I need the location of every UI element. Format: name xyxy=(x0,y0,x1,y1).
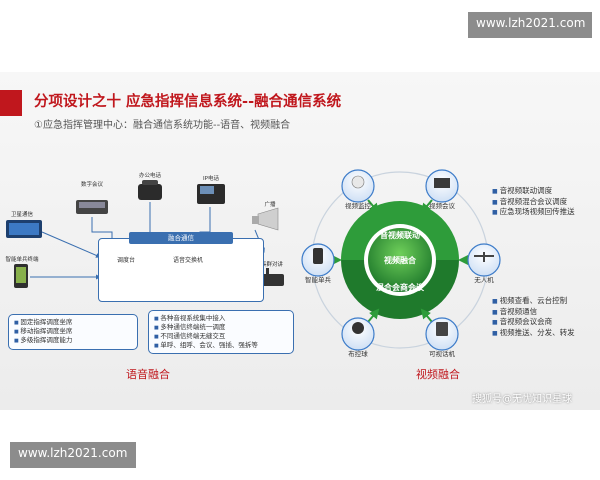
label-deploy-ball: 布控球 xyxy=(348,350,368,358)
note-item: 各种音视系统集中接入 xyxy=(154,314,288,323)
ring-top-label: 音视频联动 xyxy=(380,231,420,240)
bullet-item: 音视频会议会商 xyxy=(492,317,575,328)
label-soldier: 智能单兵 xyxy=(305,276,331,284)
label-trunk: 集群对讲 xyxy=(260,262,284,268)
ring-bottom-label: 混合会商会议 xyxy=(376,283,424,292)
video-phone-icon xyxy=(436,322,448,336)
video-caption: 视频融合 xyxy=(416,368,460,381)
label-surveillance: 视频监控 xyxy=(345,202,371,210)
node-soldier xyxy=(301,243,335,277)
device-office-phone-icon xyxy=(138,180,162,200)
bullet-item: 音视频通信 xyxy=(492,307,575,318)
bullet-item: 视频查看、云台控制 xyxy=(492,296,575,307)
node-handheld xyxy=(425,317,459,351)
title-accent-bar xyxy=(0,90,22,116)
bullet-item: 应急现场视频回传推送 xyxy=(492,207,575,218)
device-digital-conf-icon xyxy=(76,200,108,214)
switch-label: 语音交换机 xyxy=(173,257,204,264)
architecture-diagram xyxy=(6,169,501,351)
label-broadcast: 广播 xyxy=(264,202,276,208)
slide-title: 分项设计之十 应急指挥信息系统--融合通信系统 xyxy=(34,94,342,110)
node-deploy-ball xyxy=(341,317,375,351)
device-trunk-icon xyxy=(262,268,284,286)
note-item: 固定指挥调度坐席 xyxy=(14,318,132,327)
note-item: 移动指挥调度坐席 xyxy=(14,327,132,336)
watermark-bottom: www.lzh2021.com xyxy=(10,442,136,468)
slide: 分项设计之十 应急指挥信息系统--融合通信系统 ①应急指挥管理中心：融合通信系统… xyxy=(0,72,600,410)
voice-notes-left: 固定指挥调度坐席 移动指挥调度坐席 多级指挥调度能力 xyxy=(8,314,138,350)
video-bullets-top: 音视频联动调度 音视频混合会议调度 应急现场视频回传推送 xyxy=(492,186,575,218)
body-camera-icon xyxy=(313,248,323,264)
label-ip-phone: IP电话 xyxy=(203,176,219,182)
hub-title: 融合通信 xyxy=(129,232,233,244)
label-handheld: 可视话机 xyxy=(429,350,455,358)
label-smart-terminal: 智能单兵终端 xyxy=(5,257,39,263)
video-ring xyxy=(311,171,489,349)
bullet-item: 音视频联动调度 xyxy=(492,186,575,197)
fusion-comm-hub: 融合通信 调度台 语音交换机 xyxy=(98,232,264,302)
bullet-item: 视频推送、分发、转发 xyxy=(492,328,575,339)
label-video-conf: 视频会议 xyxy=(429,202,455,210)
node-drone xyxy=(467,243,501,277)
note-item: 单呼、组呼、会议、强插、强拆等 xyxy=(154,341,288,350)
bullet-item: 音视频混合会议调度 xyxy=(492,197,575,208)
video-bullets-bottom: 视频查看、云台控制 音视频通信 音视频会议会商 视频推送、分发、转发 xyxy=(492,296,575,338)
label-office-phone: 办公电话 xyxy=(138,173,162,179)
node-video-conf xyxy=(425,169,459,203)
camera-dome-icon xyxy=(351,175,365,189)
voice-caption: 语音融合 xyxy=(126,368,170,381)
center-label: 视频融合 xyxy=(384,256,416,265)
note-item: 多种通信终端统一调度 xyxy=(154,323,288,332)
conference-screen-icon xyxy=(434,178,450,188)
ptz-ball-icon xyxy=(352,322,364,334)
watermark-top: www.lzh2021.com xyxy=(468,12,592,38)
note-item: 多级指挥调度能力 xyxy=(14,336,132,345)
label-drone: 无人机 xyxy=(474,276,494,284)
device-broadcast-icon xyxy=(252,207,279,231)
node-surveillance xyxy=(341,169,375,203)
slide-subtitle: ①应急指挥管理中心：融合通信系统功能--语音、视频融合 xyxy=(34,120,291,131)
source-credit: 搜狐号@无忧知识星球 xyxy=(472,394,572,405)
device-smart-terminal-icon xyxy=(14,264,28,288)
dispatch-label: 调度台 xyxy=(117,257,136,264)
device-ip-phone-icon xyxy=(197,184,225,204)
device-satellite-icon xyxy=(6,220,42,238)
video-arrows xyxy=(332,199,468,323)
video-center-circle xyxy=(368,228,432,292)
link-satellite xyxy=(41,231,101,258)
note-item: 不同通信终端无缝交互 xyxy=(154,332,288,341)
label-digital-conf: 数字会议 xyxy=(80,182,104,188)
voice-notes-right: 各种音视系统集中接入 多种通信终端统一调度 不同通信终端无缝交互 单呼、组呼、会… xyxy=(148,310,294,354)
drone-icon xyxy=(474,252,494,262)
label-satellite: 卫星通信 xyxy=(10,212,34,218)
link-digital-conf xyxy=(91,217,115,243)
